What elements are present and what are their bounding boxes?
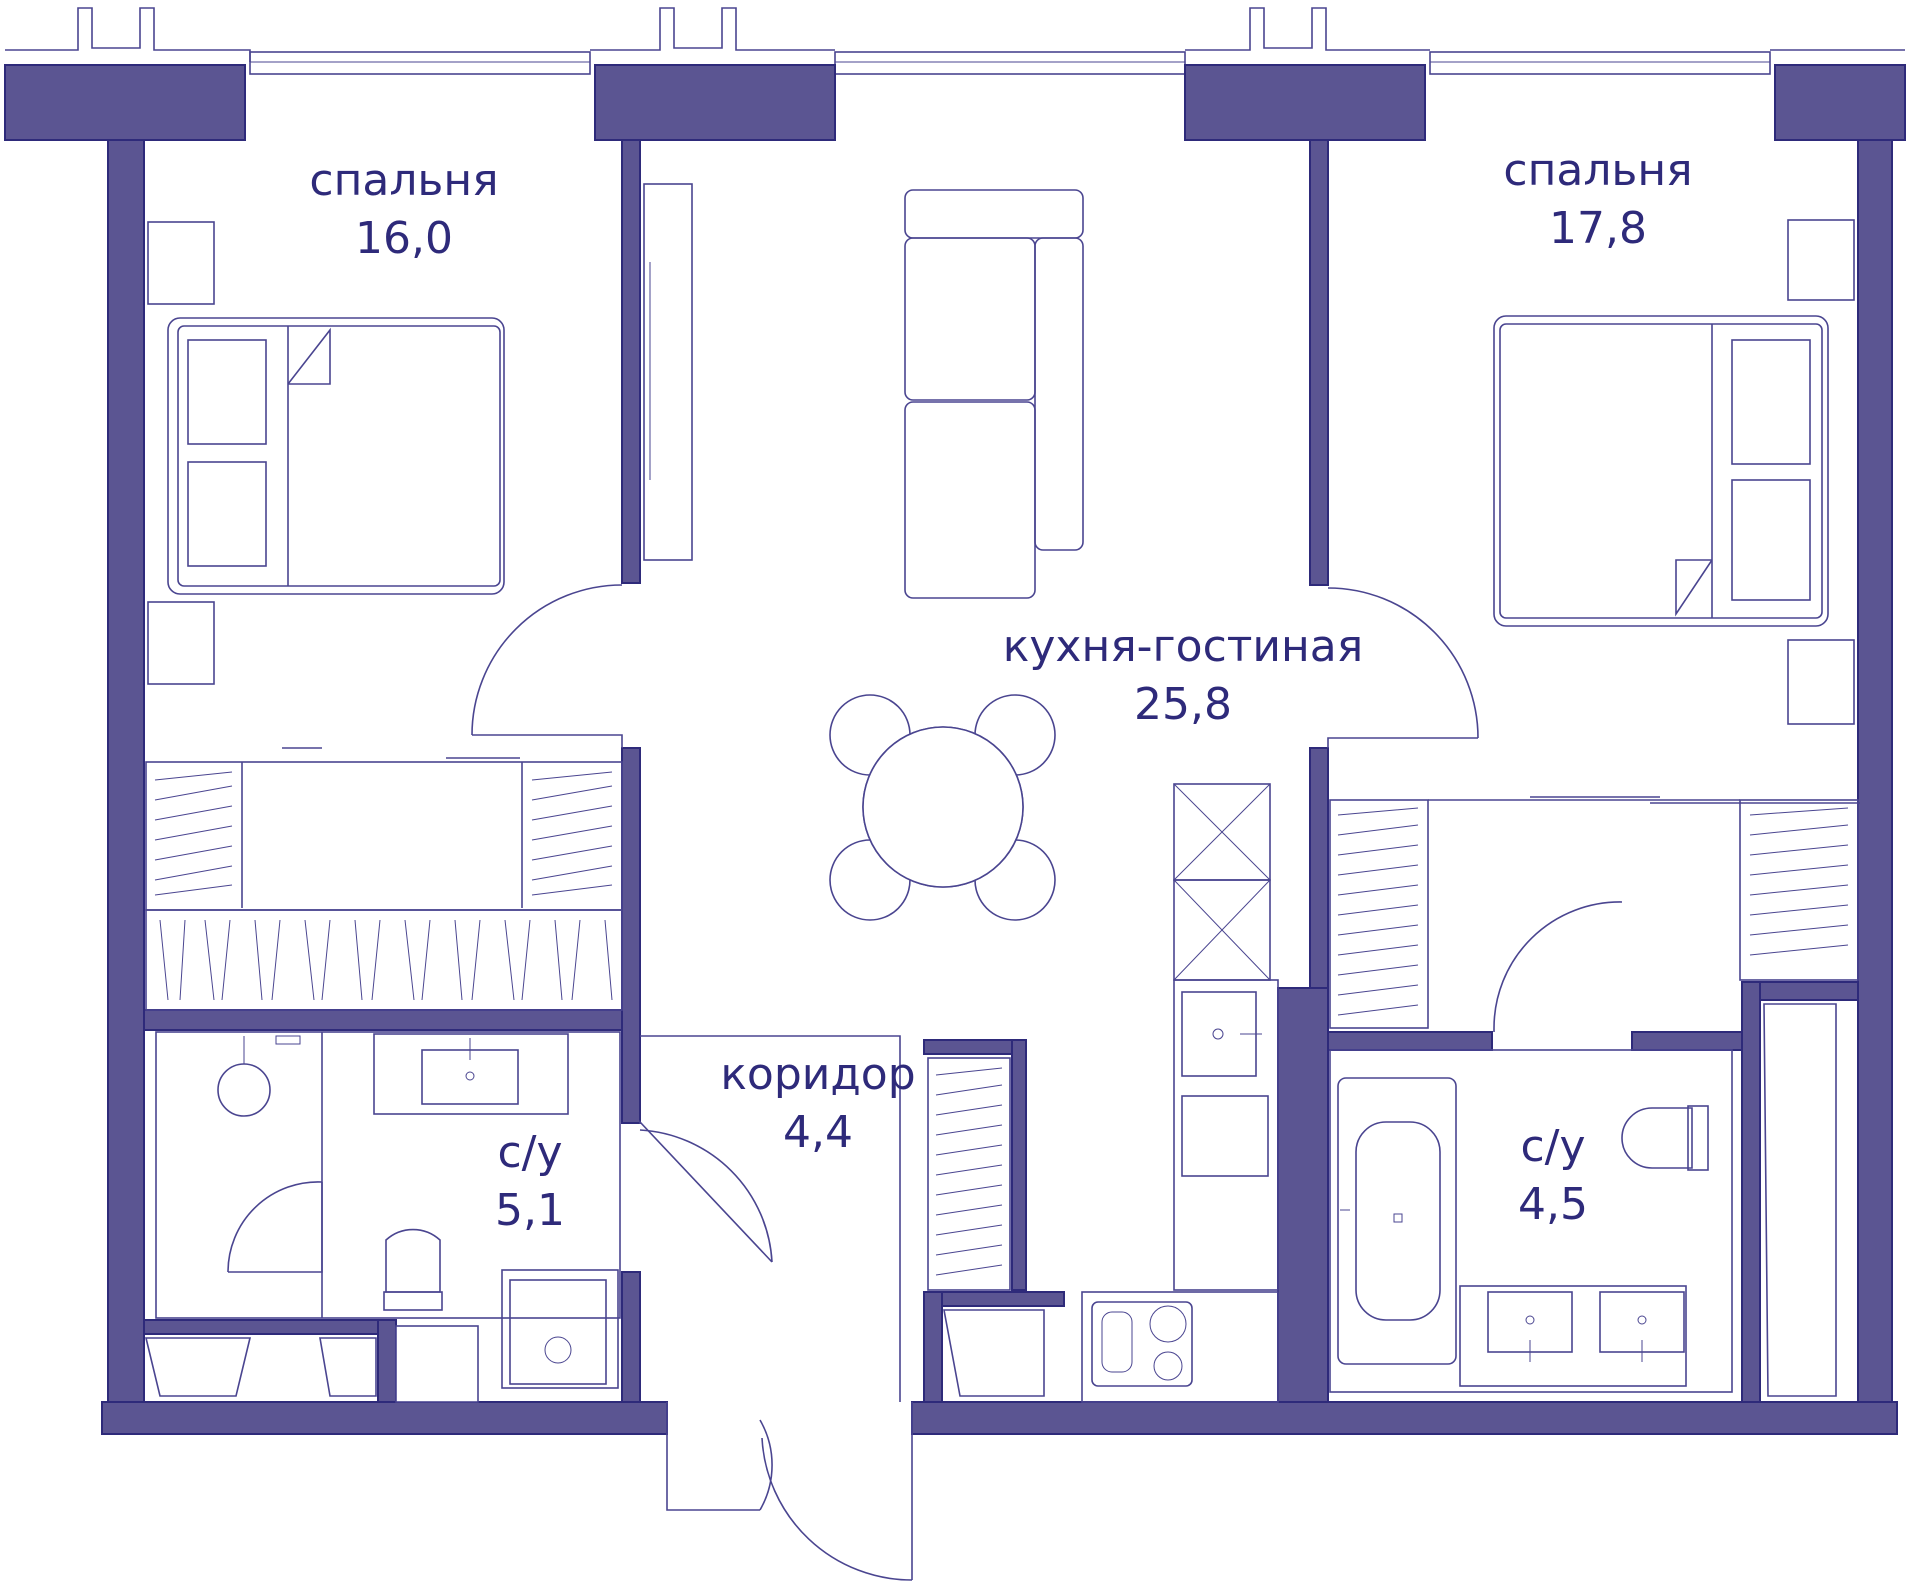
room-label-corridor: коридор 4,4 [720,1046,915,1162]
right-bath-fixtures [1329,1049,1733,1393]
room-area: 4,4 [783,1107,853,1159]
room-area: 16,0 [355,213,453,265]
room-area: 4,5 [1518,1179,1588,1231]
room-area: 25,8 [1134,679,1232,731]
corridor-closet [639,1035,1011,1581]
room-label-bedroom-left: спальня 16,0 [309,152,498,268]
room-area: 17,8 [1549,203,1647,255]
living-furniture [643,183,1479,921]
left-bath-fixtures [155,1031,621,1389]
walls [4,64,1906,1435]
left-bedroom-furniture [145,221,623,1011]
room-label-bath-right: с/у 4,5 [1518,1118,1588,1234]
kitchen-run [1081,783,1279,1403]
room-label-living: кухня-гостиная 25,8 [1003,618,1363,734]
right-bedroom-furniture [1329,219,1860,1032]
bottom-niches [144,1003,1837,1403]
room-name: кухня-гостиная [1002,621,1364,672]
room-label-bath-left: с/у 5,1 [495,1124,565,1240]
room-area: 5,1 [495,1185,565,1237]
room-name: спальня [309,155,499,206]
room-name: с/у [497,1127,563,1178]
room-label-bedroom-right: спальня 17,8 [1503,142,1692,258]
top-window-frames [5,7,1905,75]
room-name: с/у [1520,1121,1586,1172]
room-name: спальня [1503,145,1693,196]
room-name: коридор [720,1049,916,1100]
